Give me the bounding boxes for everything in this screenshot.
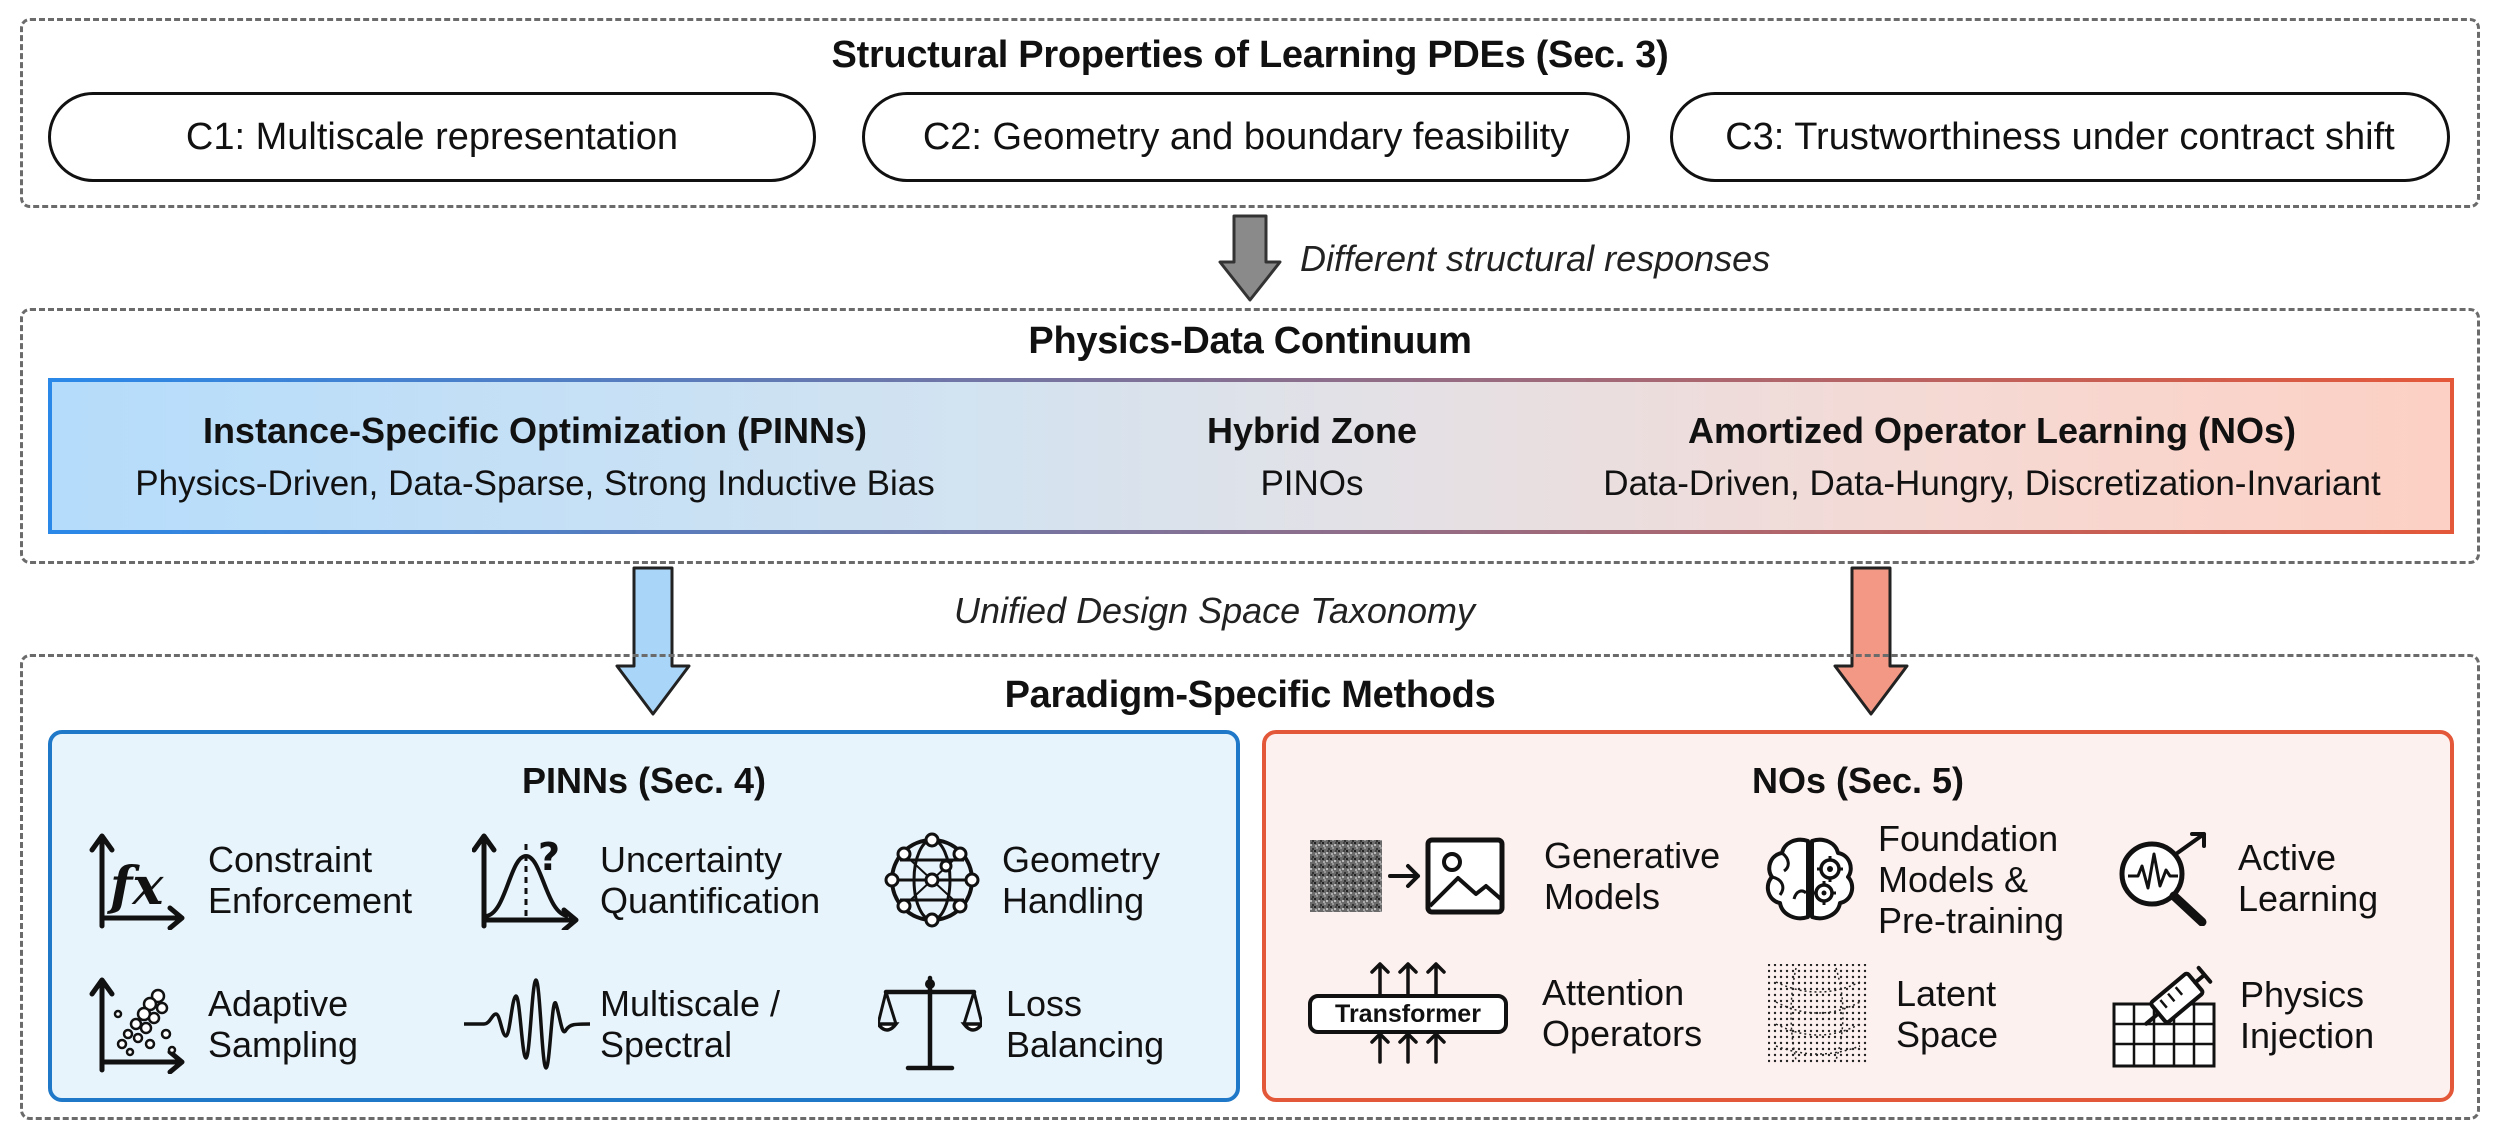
constraint-enforcement-item: fx Constraint Enforcement (88, 830, 412, 930)
attention-operators-item: Transformer Attention Operators (1306, 958, 1702, 1068)
taxonomy-note: Unified Design Space Taxonomy (954, 590, 1475, 631)
active-learning-line2: Learning (2238, 878, 2379, 919)
multiscale-spectral-item: Multiscale / Spectral (462, 974, 780, 1074)
challenge-c3-pill: C3: Trustworthiness under contract shift (1670, 92, 2450, 182)
foundation-models-line1: Foundation (1878, 818, 2059, 859)
latent-field-icon (1768, 964, 1868, 1064)
no-side-description: Data-Driven, Data-Hungry, Discretization… (1603, 464, 2381, 503)
challenge-c1-label: C1: Multiscale representation (185, 115, 679, 158)
transformer-box-label: Transformer (1335, 1000, 1481, 1028)
brain-gears-icon (1765, 837, 1855, 920)
nos-panel: NOs (Sec. 5) Generative Models (1262, 730, 2454, 1102)
function-plot-icon: fx (89, 833, 185, 930)
adaptive-sampling-line2: Sampling (208, 1024, 359, 1065)
active-learning-line1: Active (2238, 837, 2337, 878)
continuum-section (20, 308, 2480, 564)
mesh-globe-icon (884, 832, 980, 928)
attention-operators-line1: Attention (1542, 972, 1685, 1013)
svg-text:fx: fx (106, 856, 164, 917)
magnifier-signal-icon (2119, 832, 2207, 926)
balance-scale-icon (878, 975, 982, 1071)
hybrid-zone-column: Hybrid Zone PINOs (1102, 410, 1522, 504)
svg-text:?: ? (538, 835, 560, 879)
geometry-handling-line1: Geometry (1002, 839, 1161, 880)
latent-space-item: Latent Space (1766, 962, 1998, 1066)
transformer-icon: Transformer (1306, 958, 1510, 1068)
pinns-panel: PINNs (Sec. 4) fx Constraint Enforcement… (48, 730, 1240, 1102)
generative-models-line1: Generative (1544, 835, 1721, 876)
nos-panel-title: NOs (Sec. 5) (1751, 760, 1965, 801)
adaptive-sampling-line1: Adaptive (208, 983, 349, 1024)
challenge-c1-pill: C1: Multiscale representation (48, 92, 816, 182)
foundation-models-line3: Pre-training (1878, 900, 2065, 941)
wavelet-icon (464, 978, 591, 1070)
generative-models-item: Generative Models (1306, 834, 1720, 918)
challenge-c2-pill: C2: Geometry and boundary feasibility (862, 92, 1630, 182)
geometry-handling-item: Geometry Handling (882, 830, 1160, 930)
structural-responses-note: Different structural responses (1300, 238, 1771, 279)
challenge-c3-label: C3: Trustworthiness under contract shift (1725, 115, 2395, 158)
hybrid-zone-heading: Hybrid Zone (1206, 410, 1417, 451)
noise-to-image-icon (1310, 837, 1505, 915)
methods-title: Paradigm-Specific Methods (1004, 674, 1496, 716)
continuum-title: Physics-Data Continuum (1028, 320, 1472, 362)
structural-properties-section (20, 18, 2480, 208)
foundation-models-item: Foundation Models & Pre-training (1762, 818, 2064, 941)
physics-data-gradient-bar: Instance-Specific Optimization (PINNs) P… (48, 378, 2454, 534)
multiscale-spectral-line1: Multiscale / (600, 983, 781, 1024)
physics-injection-line1: Physics (2240, 974, 2365, 1015)
gray-down-arrow-icon (1218, 214, 1282, 302)
pinn-side-column: Instance-Specific Optimization (PINNs) P… (52, 410, 1018, 504)
active-learning-item: Active Learning (2114, 830, 2378, 926)
foundation-models-line2: Models & (1878, 859, 2029, 900)
loss-balancing-item: Loss Balancing (878, 974, 1164, 1074)
physics-injection-line2: Injection (2240, 1015, 2375, 1056)
no-side-column: Amortized Operator Learning (NOs) Data-D… (1534, 410, 2450, 504)
physics-injection-item: Physics Injection (2110, 960, 2374, 1070)
latent-space-line1: Latent (1896, 973, 1997, 1014)
grid-injection-icon (2112, 965, 2216, 1068)
scatter-sampling-icon (89, 977, 185, 1074)
methods-section (20, 654, 2480, 1120)
uncertainty-curve-icon: ? (472, 833, 579, 930)
multiscale-spectral-line2: Spectral (600, 1024, 733, 1065)
red-down-arrow-icon (1833, 566, 1909, 716)
geometry-handling-line2: Handling (1002, 880, 1145, 921)
loss-balancing-line2: Balancing (1006, 1024, 1165, 1065)
loss-balancing-line1: Loss (1006, 983, 1083, 1024)
adaptive-sampling-item: Adaptive Sampling (88, 974, 358, 1074)
constraint-enforcement-line1: Constraint (208, 839, 373, 880)
constraint-enforcement-line2: Enforcement (208, 880, 413, 921)
pinns-panel-title: PINNs (Sec. 4) (521, 760, 767, 801)
blue-down-arrow-icon (615, 566, 691, 716)
pinn-side-heading: Instance-Specific Optimization (PINNs) (202, 410, 868, 451)
no-side-heading: Amortized Operator Learning (NOs) (1687, 410, 2297, 451)
uncertainty-quantification-line2: Quantification (600, 880, 821, 921)
attention-operators-line2: Operators (1542, 1013, 1703, 1054)
uncertainty-quantification-line1: Uncertainty (600, 839, 783, 880)
uncertainty-quantification-item: ? Uncertainty Quantification (472, 830, 820, 930)
hybrid-zone-description: PINOs (1260, 464, 1364, 503)
challenge-c2-label: C2: Geometry and boundary feasibility (922, 115, 1570, 158)
pinn-side-description: Physics-Driven, Data-Sparse, Strong Indu… (135, 464, 935, 503)
latent-space-line2: Space (1896, 1014, 1999, 1055)
structural-properties-title: Structural Properties of Learning PDEs (… (831, 34, 1669, 76)
generative-models-line2: Models (1544, 876, 1661, 917)
